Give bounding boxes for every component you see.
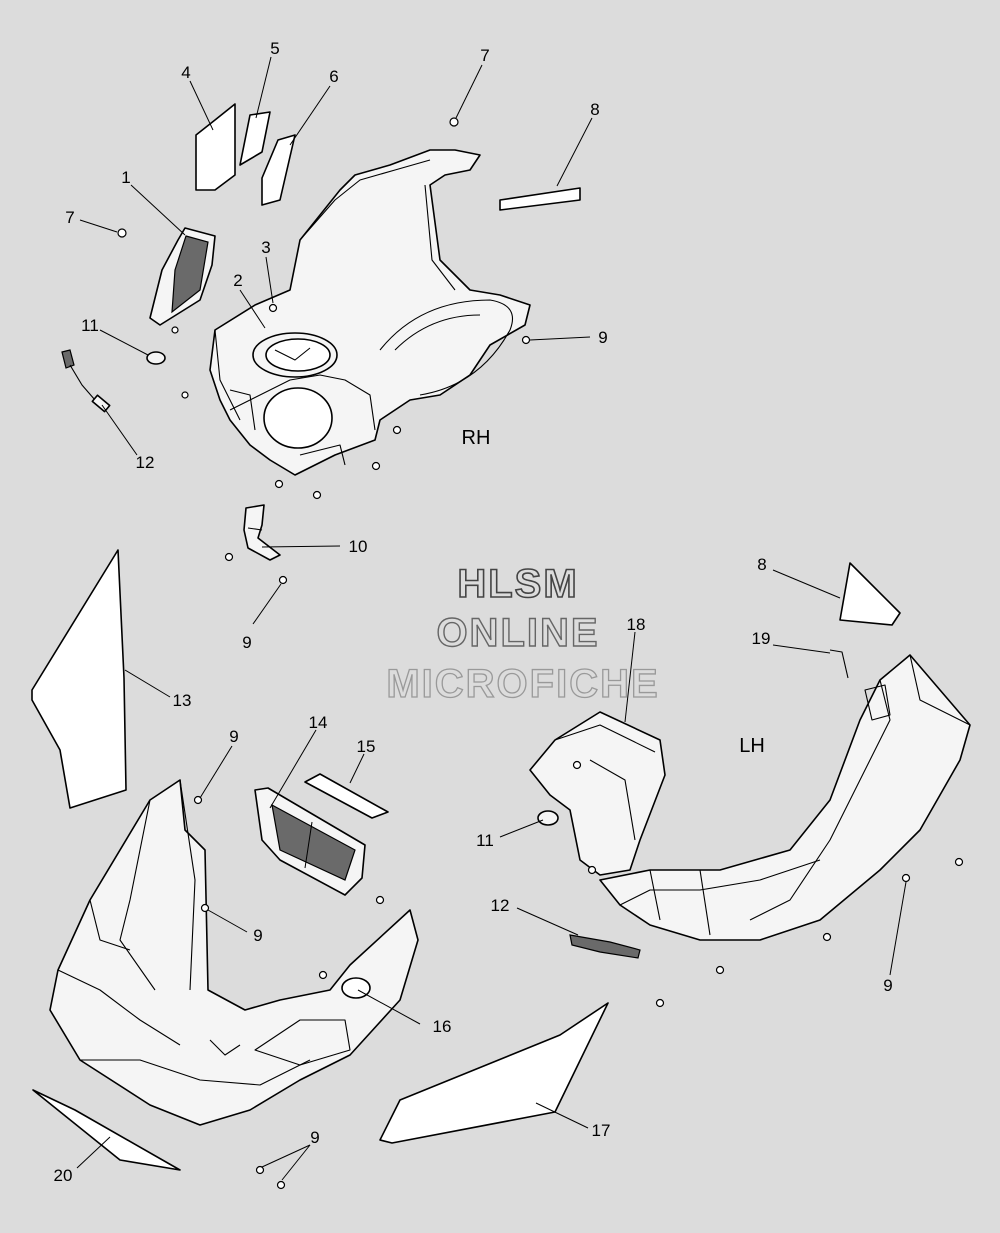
part-5-foam-pad [239,111,271,166]
callout-18: 18 [627,615,646,634]
front-panel-assembly [31,549,609,1190]
part-19-hook [829,649,849,679]
part-20-decal [32,1089,181,1171]
part-8-triangle-pad [839,562,901,626]
part-17-lower-panel [379,1002,609,1144]
lh-fasteners [572,760,964,1008]
callout-12-rh: 12 [136,453,155,472]
part-16-front-cowl [49,779,419,1126]
rh-assembly [61,103,581,585]
callout-15: 15 [357,737,376,756]
part-15-strip [304,773,389,819]
leader-lines [76,56,907,1181]
callout-2: 2 [233,271,242,290]
rh-fasteners [117,117,531,585]
part-6-foam-pad [261,134,296,206]
part-2-collar [252,332,338,378]
part-12-strap-lh [569,934,641,959]
callout-9-front-mid: 9 [253,926,262,945]
lh-assembly [529,562,971,1008]
callout-20: 20 [54,1166,73,1185]
part-13-side-panel [31,549,127,809]
front-fasteners [193,795,385,1190]
callout-11-rh: 11 [81,316,99,335]
callout-8-top: 8 [590,100,599,119]
lh-side-panel [599,654,971,941]
callout-10: 10 [349,537,368,556]
part-1-air-duct [149,227,216,326]
callout-1: 1 [121,168,130,187]
callout-7-top: 7 [480,46,489,65]
callout-6: 6 [329,67,338,86]
callout-9-bracket: 9 [242,633,251,652]
callout-labels: 4 5 6 7 8 1 7 3 2 11 9 RH 12 10 9 8 18 1… [54,39,893,1185]
watermark-line-3: MICROFICHE [386,662,659,706]
part-18-air-duct [529,711,666,876]
part-14-grille [254,787,366,896]
callout-5: 5 [270,39,279,58]
watermark-line-2: ONLINE [436,611,599,655]
callout-13: 13 [173,691,192,710]
callout-7-left: 7 [65,208,74,227]
callout-9-lh: 9 [883,976,892,995]
part-8-trim-strip [499,187,581,211]
watermark: HLSM ONLINE MICROFICHE [386,561,659,706]
part-4-foam-pad [195,103,236,191]
callout-12-lh: 12 [491,896,510,915]
part-10-bracket [243,504,281,561]
callout-4: 4 [181,63,190,82]
watermark-line-1: HLSM [457,562,578,606]
side-label-lh: LH [739,735,765,757]
rh-side-panel [209,149,531,476]
callout-9-bottom: 9 [310,1128,319,1147]
part-11-grommet [146,351,166,365]
callout-3: 3 [261,238,270,257]
side-label-rh: RH [462,427,491,449]
callout-14: 14 [309,713,328,732]
callout-9-rh: 9 [598,328,607,347]
callout-11-lh: 11 [476,831,494,850]
callout-9-front-top: 9 [229,727,238,746]
part-12-strap [61,349,111,413]
part-11-grommet-lh [537,810,559,826]
callout-17: 17 [592,1121,611,1140]
callout-19: 19 [752,629,771,648]
callout-8-lh: 8 [757,555,766,574]
callout-16: 16 [433,1017,452,1036]
